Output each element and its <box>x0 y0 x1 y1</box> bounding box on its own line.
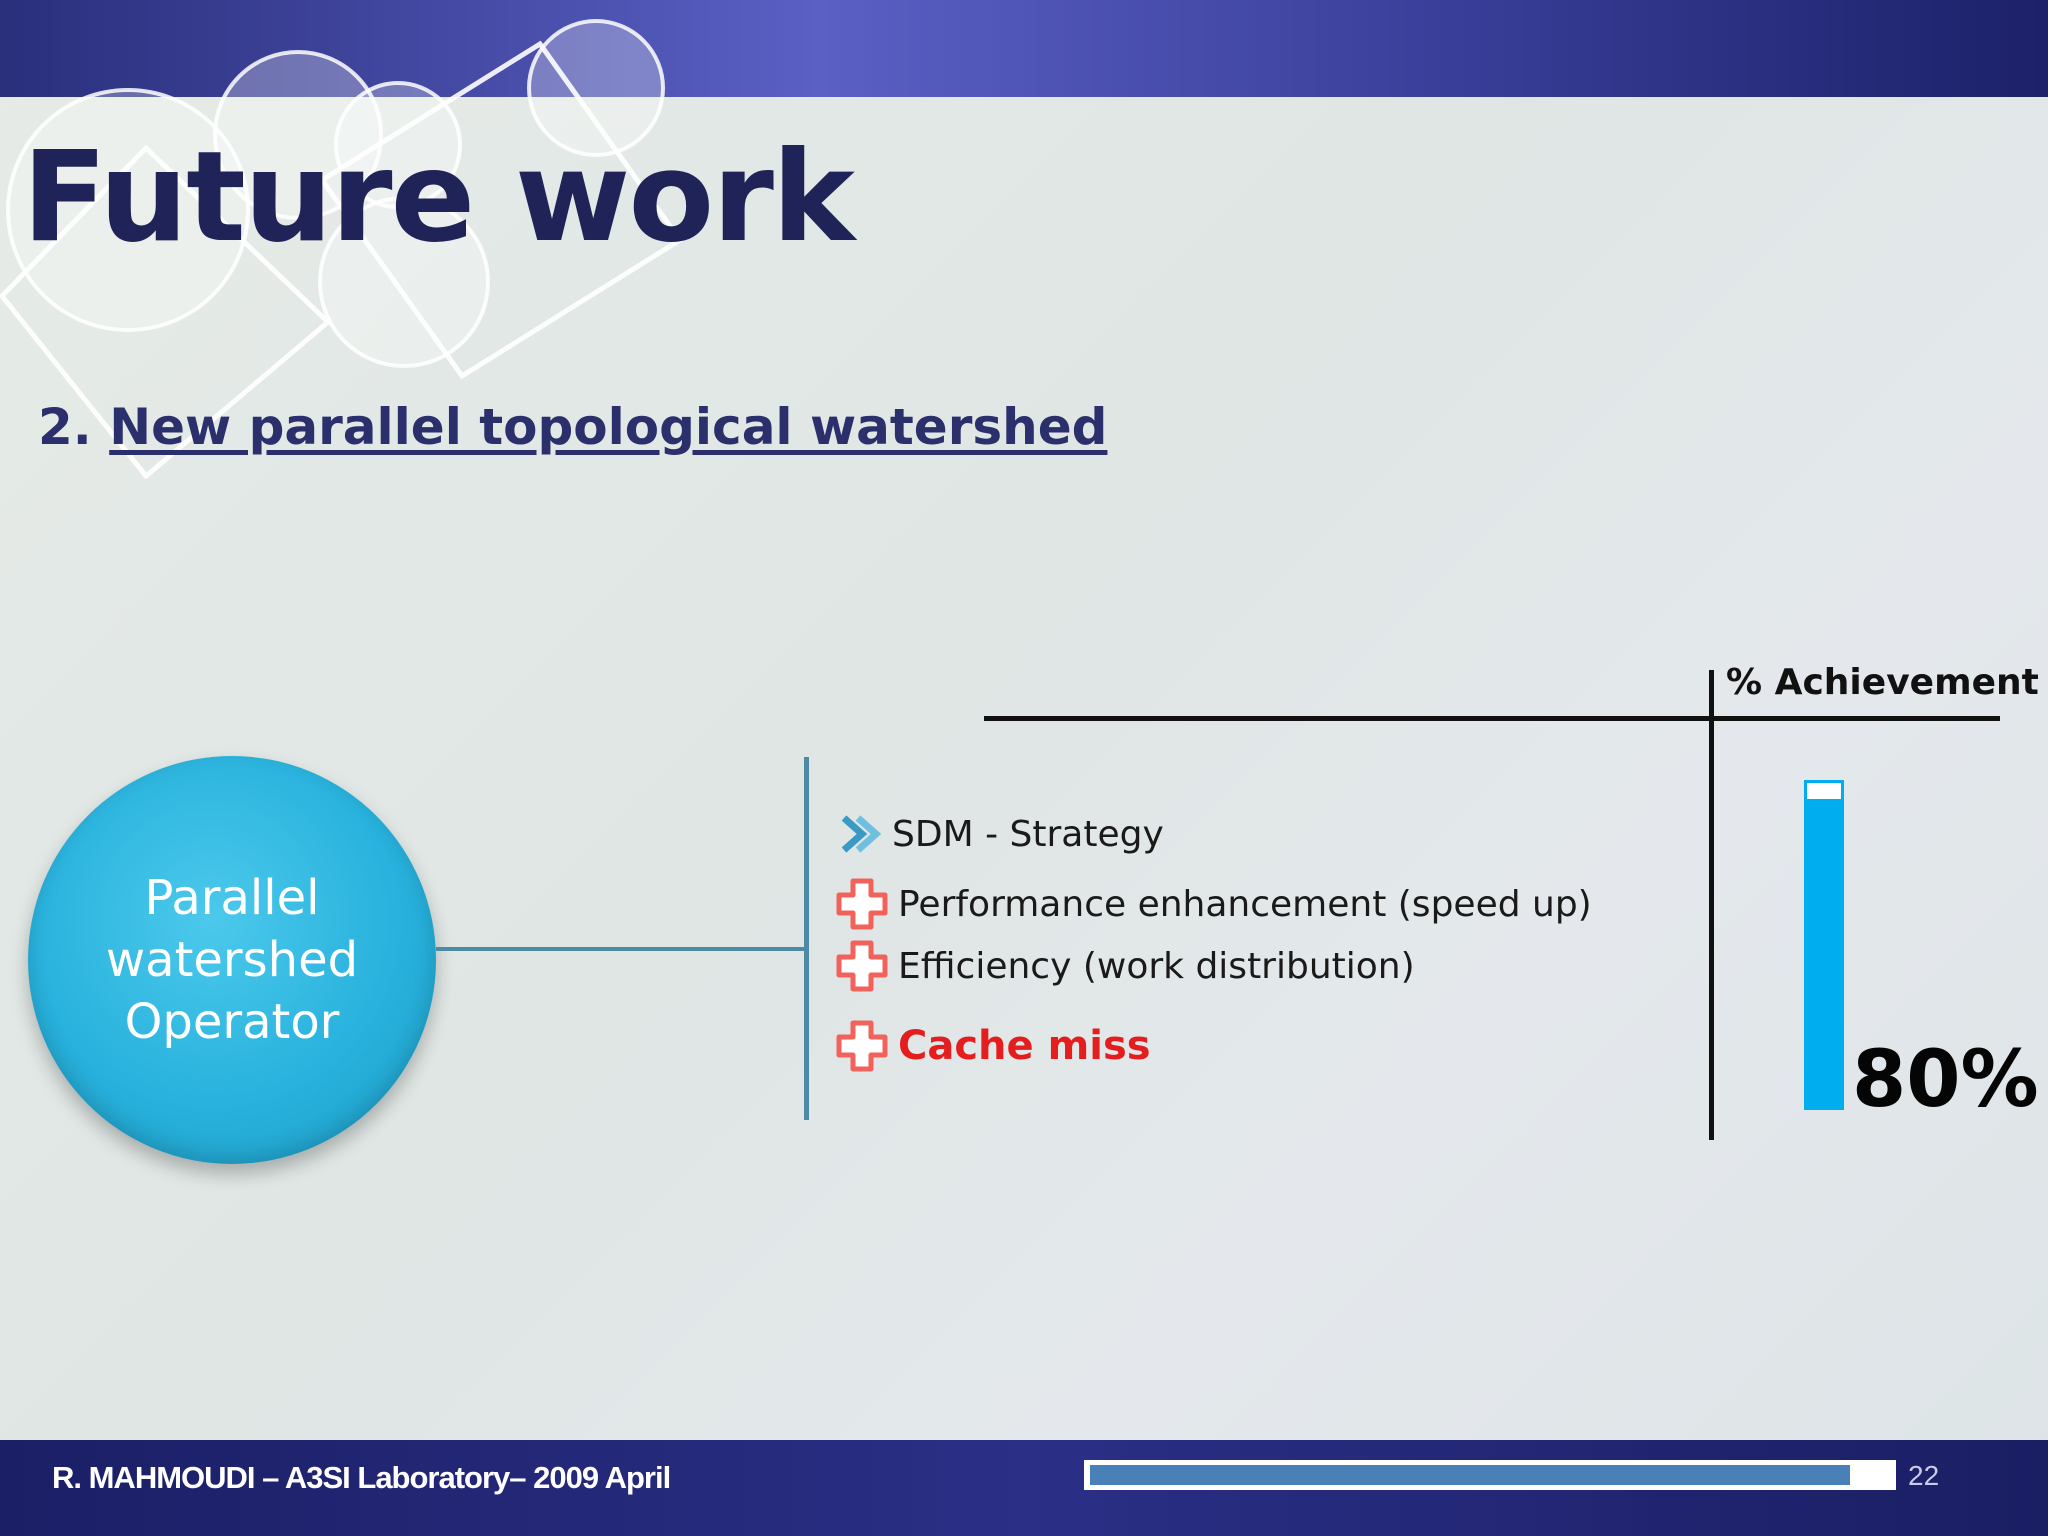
plus-icon <box>836 1020 888 1072</box>
operator-line-3: Operator <box>124 994 340 1050</box>
list-item-performance: Performance enhancement (speed up) <box>836 878 1592 930</box>
plus-icon <box>836 940 888 992</box>
subtitle-text: New parallel topological watershed <box>109 398 1108 456</box>
operator-circle: Parallel watershed Operator <box>28 756 436 1164</box>
top-header-band <box>0 0 2048 97</box>
section-subtitle: 2. New parallel topological watershed <box>38 398 1107 456</box>
list-item-label: SDM - Strategy <box>892 813 1164 855</box>
footer-author: R. MAHMOUDI – A3SI Laboratory– 2009 Apri… <box>52 1460 671 1495</box>
achievement-header: % Achievement <box>1726 662 2039 703</box>
operator-line-2: watershed <box>105 932 359 988</box>
table-horizontal-rule <box>984 716 2000 721</box>
plus-icon <box>836 878 888 930</box>
decor-circle <box>213 50 383 220</box>
connector-line <box>436 947 806 951</box>
slide-progress-fill <box>1090 1465 1850 1485</box>
decor-circle <box>6 88 250 332</box>
list-item-label: Performance enhancement (speed up) <box>898 883 1592 925</box>
slide-progress-bar <box>1084 1460 1896 1490</box>
list-item-label: Cache miss <box>898 1023 1151 1069</box>
operator-line-1: Parallel <box>144 870 320 926</box>
items-bracket <box>804 757 809 1120</box>
achievement-value: 80% <box>1852 1035 2039 1125</box>
list-item-efficiency: Efficiency (work distribution) <box>836 940 1415 992</box>
achievement-bar-fill <box>1807 799 1841 1107</box>
list-item-sdm: SDM - Strategy <box>838 812 1164 856</box>
slide-title: Future work <box>22 125 855 270</box>
page-number: 22 <box>1908 1460 1940 1491</box>
subtitle-number: 2. <box>38 398 92 456</box>
chevron-right-icon <box>841 815 882 853</box>
decor-square <box>0 144 332 480</box>
list-item-cache-miss: Cache miss <box>836 1020 1151 1072</box>
decorative-shapes <box>0 19 684 480</box>
achievement-bar <box>1804 780 1844 1110</box>
decor-square <box>318 40 684 380</box>
list-item-label: Efficiency (work distribution) <box>898 945 1415 987</box>
table-vertical-rule <box>1709 670 1714 1140</box>
decor-circle <box>527 19 665 157</box>
